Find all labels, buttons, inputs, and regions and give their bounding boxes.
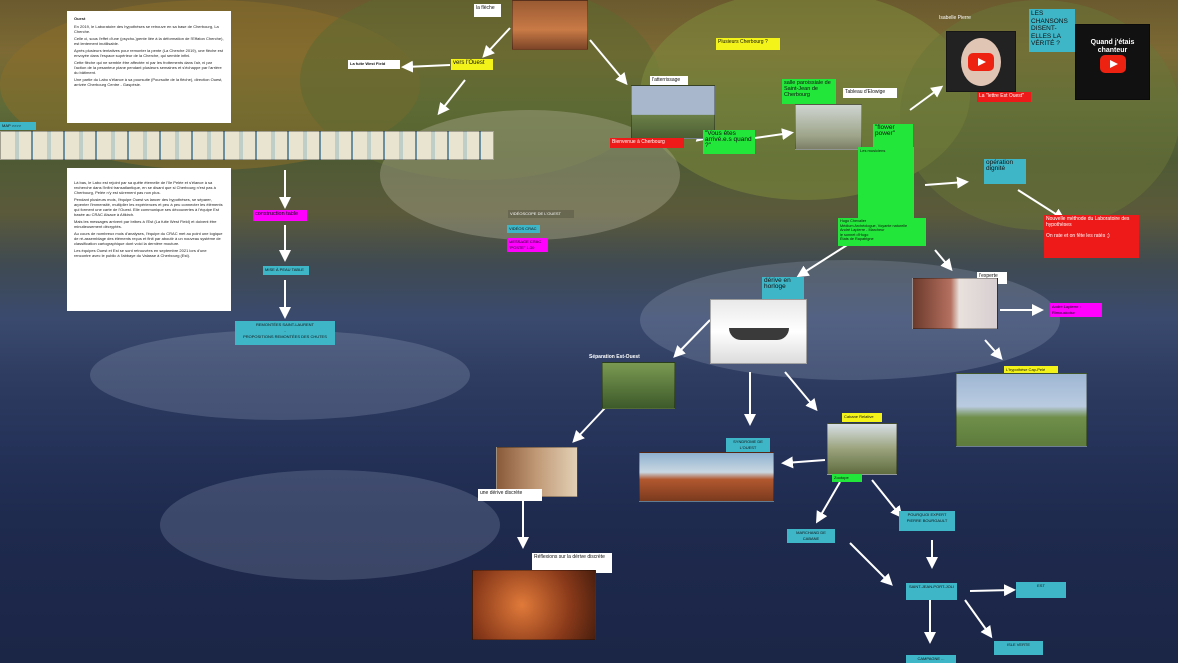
flower-power-label: "flower power" [873, 124, 913, 147]
plusieurs-cherbourg-label: Plusieurs Cherbourg ? [716, 38, 780, 50]
river-foam [90, 330, 470, 420]
reflexions-label: Réflexions sur la dérive discrète [532, 553, 612, 573]
nouvelle-methode-label: Nouvelle méthode du Laboratoire des hypo… [1044, 215, 1139, 258]
river-foam [160, 470, 500, 580]
ouest-paragraph: Celle ci, sous l'effet d'une (psycho-)pe… [74, 36, 224, 46]
tableau-elowige-label: Tableau d'Elowige [843, 88, 897, 98]
arrow [754, 128, 794, 141]
construction-table-label: construction table [253, 210, 307, 221]
arrow [784, 371, 818, 412]
arrow [909, 85, 944, 111]
cave-painting-photo[interactable] [472, 570, 596, 640]
chansons-label: LES CHANSONS DISENT-ELLES LA VÉRITÉ ? [1029, 9, 1075, 52]
hugo-list: Hugo Chevalier Médium Archéologue, Voyan… [838, 218, 926, 246]
video-title: Quand j'étais chanteur [1090, 39, 1135, 54]
ouest-paragraph: Cette flèche qui ne semble être affectée… [74, 60, 222, 75]
video-thumbnail-chanteur[interactable]: Quand j'étais chanteur [1075, 24, 1150, 100]
east-paragraph: Les équipes Ouest et Est se sont retrouv… [74, 248, 207, 258]
isabelle-pierre-label: Isabelle Pierre [939, 15, 971, 21]
play-icon[interactable] [1100, 55, 1126, 73]
video-thumbnail-isabelle[interactable] [946, 31, 1016, 92]
arrow [673, 319, 711, 358]
arrow [401, 60, 451, 73]
landing-photo[interactable] [631, 85, 715, 139]
pourquoi-label: POURQUOI EXPERT PIERRE BOURGAULT [899, 511, 955, 531]
la-lettre-label: La "lettre Est Ouest" [977, 92, 1031, 102]
arrow [572, 407, 606, 443]
derive-discrete-label: une dérive discrète [478, 489, 542, 501]
derive-horloge-label: dérive en horloge [762, 277, 804, 299]
separation-label: Séparation Est-Ouest [589, 354, 640, 360]
message-crac-label[interactable]: MESSAGE CRAC "POSTE" 1:30 [507, 238, 548, 252]
east-paragraph: Là bas, le Labo est rejoint par sa quête… [74, 180, 216, 195]
play-icon[interactable] [968, 53, 994, 71]
ouest-text-panel: Ouest En 2019, le Laboratoire des hypoth… [67, 11, 231, 123]
arrow [924, 176, 969, 189]
videoscope-label: VIDÉOSCOPE DE L'OUEST [508, 210, 574, 218]
east-paragraph: Pendant plusieurs mois, l'équipe Ouest v… [74, 197, 223, 217]
syndrome-label: SYNDROME DE L'OUEST [726, 438, 770, 452]
arrow [589, 39, 628, 86]
ouest-paragraph: En 2019, le Laboratoire des hypothèses s… [74, 24, 219, 34]
musiciens-list: Les musiciens [858, 147, 914, 219]
salle-paroissiale-label: salle paroissiale de Saint-Jean de Cherb… [782, 79, 836, 104]
nouvelle-methode-text: Nouvelle méthode du Laboratoire des hypo… [1046, 216, 1130, 228]
bienvenue-label: Bienvenue à Cherbourg [610, 138, 684, 148]
arrow [815, 481, 841, 524]
derive-discrete-photo[interactable] [496, 447, 578, 497]
arrow [482, 27, 511, 58]
la-fleche-label: la flèche [474, 4, 501, 17]
atterrissage-label: l'atterrissage [650, 76, 688, 85]
zootope-label: Zootope [832, 474, 862, 482]
arrow [969, 584, 1016, 597]
arrow [781, 456, 826, 469]
andre-lapierre-label: André Lapierre : Rimouskoise [1050, 303, 1102, 317]
marchand-label: MARCHAND DE CABANE [787, 529, 835, 543]
ouest-title: Ouest [74, 16, 86, 21]
cabane-photo[interactable] [827, 423, 897, 475]
boat-photo[interactable] [710, 299, 807, 364]
on-rate-text: On rate et on fête les ratés ;) [1046, 233, 1110, 239]
arrow [1017, 189, 1066, 221]
east-paragraph: Au cours de nombreux mois d'analyses, l'… [74, 231, 223, 246]
ouest-paragraph: Une partie du Labo s'élance à sa poursui… [74, 77, 223, 87]
arrow [964, 599, 993, 639]
cabane-label: Cabane Relative [842, 413, 882, 422]
forest-group-photo[interactable] [602, 362, 675, 409]
remontees-label: REMONTÉES SAINT-LAURENT - PROPOSITIONS R… [235, 321, 335, 345]
arrow [437, 79, 466, 116]
isle-verte-label: ISLE VERTE [994, 641, 1043, 655]
hypothese-cap-label: L'hypothèse Cap-Pelé [1004, 366, 1058, 375]
monument-valley-photo[interactable] [639, 452, 774, 502]
fuite-west-field-label: La fuite West Field [348, 60, 400, 69]
ouest-paragraph: Après plusieurs tentatives pour remonter… [74, 48, 223, 58]
arrow [849, 542, 893, 586]
east-paragraph: Mais les messages arrivent par bribes à … [74, 219, 217, 229]
group-photo[interactable] [795, 104, 862, 150]
saint-jean-label: SAINT-JEAN-PORT-JOLI [906, 583, 957, 600]
map-tab[interactable]: MAP >>>> [0, 122, 36, 130]
boat-hull [729, 328, 789, 340]
east-text-panel: Là bas, le Labo est rejoint par sa quête… [67, 168, 231, 311]
vous-etes-label: "Vous êtes arrivé.e.s quand ?" [703, 130, 755, 154]
arrow [871, 479, 903, 519]
operation-dignite-label: opération dignité [984, 159, 1026, 184]
videos-crac-label[interactable]: VIDÉOS CRAC [507, 225, 540, 233]
mise-table-label: MISE À PEAU TABLE [263, 266, 309, 275]
arrow [984, 339, 1003, 360]
arrow-wood-image[interactable] [512, 0, 588, 50]
est-label: EST [1016, 582, 1066, 598]
campagne-label: CAMPAGNE ... [906, 655, 956, 663]
expert-photo[interactable] [912, 278, 998, 329]
vers-ouest-label: vers l'Ouest [451, 59, 493, 70]
cap-pele-photo[interactable] [956, 373, 1087, 447]
map-strip-image[interactable] [0, 131, 494, 160]
arrow [934, 249, 953, 272]
